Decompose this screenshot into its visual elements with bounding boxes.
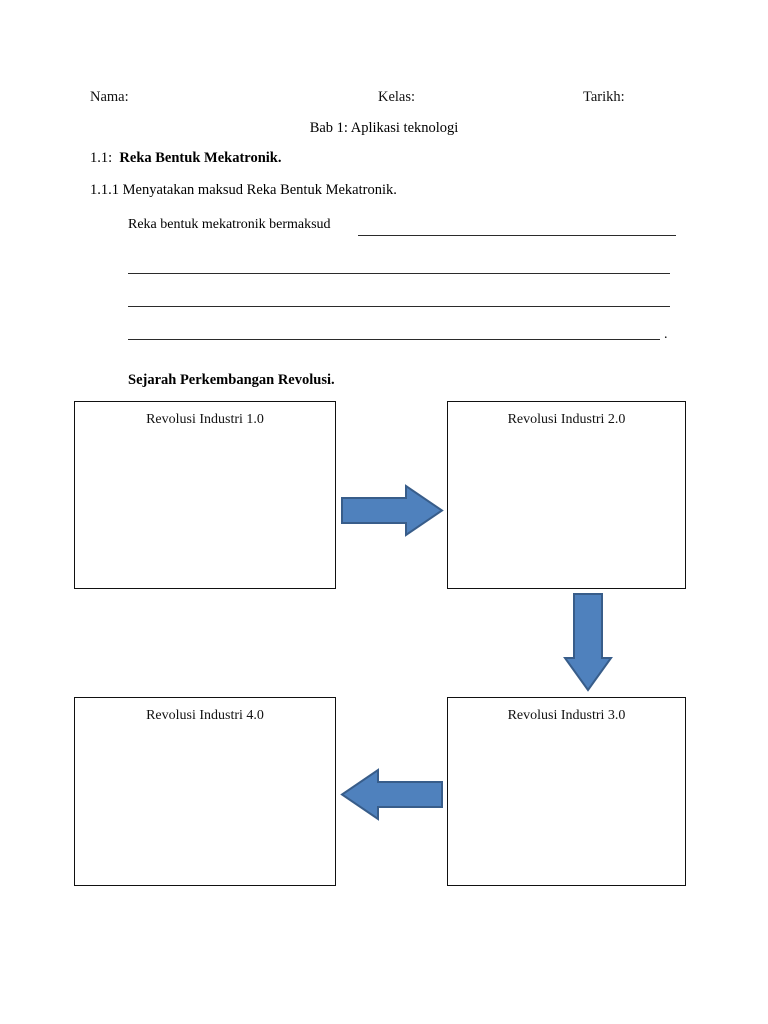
arrow-down-icon	[563, 593, 613, 692]
arrow-right-icon	[341, 484, 444, 537]
answer-blank-line[interactable]	[128, 339, 660, 340]
answer-blank-line[interactable]	[358, 235, 676, 236]
arrow-left-icon	[340, 768, 443, 821]
answer-blank-line[interactable]	[128, 273, 670, 274]
answer-prompt: Reka bentuk mekatronik bermaksud	[128, 217, 331, 232]
flow-box-label: Revolusi Industri 3.0	[507, 708, 626, 723]
section-heading: 1.1: Reka Bentuk Mekatronik.	[90, 151, 281, 166]
section-title: Reka Bentuk Mekatronik.	[119, 150, 282, 166]
flow-box-revolusi-3[interactable]: Revolusi Industri 3.0	[447, 697, 686, 886]
flow-box-revolusi-1[interactable]: Revolusi Industri 1.0	[74, 401, 336, 589]
chapter-title: Bab 1: Aplikasi teknologi	[309, 120, 459, 136]
arrow-down-shape	[563, 593, 613, 692]
flow-box-label: Revolusi Industri 2.0	[507, 412, 626, 427]
diagram-heading: Sejarah Perkembangan Revolusi.	[128, 372, 335, 388]
field-label-kelas: Kelas:	[378, 89, 416, 105]
subsection-heading: 1.1.1 Menyatakan maksud Reka Bentuk Meka…	[90, 182, 397, 198]
answer-trailing-period: .	[664, 327, 668, 342]
arrow-right-shape	[341, 484, 444, 537]
field-label-tarikh: Tarikh:	[583, 89, 625, 105]
flow-box-revolusi-4[interactable]: Revolusi Industri 4.0	[74, 697, 336, 886]
flow-box-revolusi-2[interactable]: Revolusi Industri 2.0	[447, 401, 686, 589]
answer-blank-line[interactable]	[128, 306, 670, 307]
flow-box-label: Revolusi Industri 4.0	[146, 708, 264, 723]
arrow-left-shape	[340, 768, 443, 821]
field-label-nama: Nama:	[90, 89, 129, 105]
flow-box-label: Revolusi Industri 1.0	[146, 412, 264, 427]
section-number: 1.1:	[90, 150, 113, 166]
